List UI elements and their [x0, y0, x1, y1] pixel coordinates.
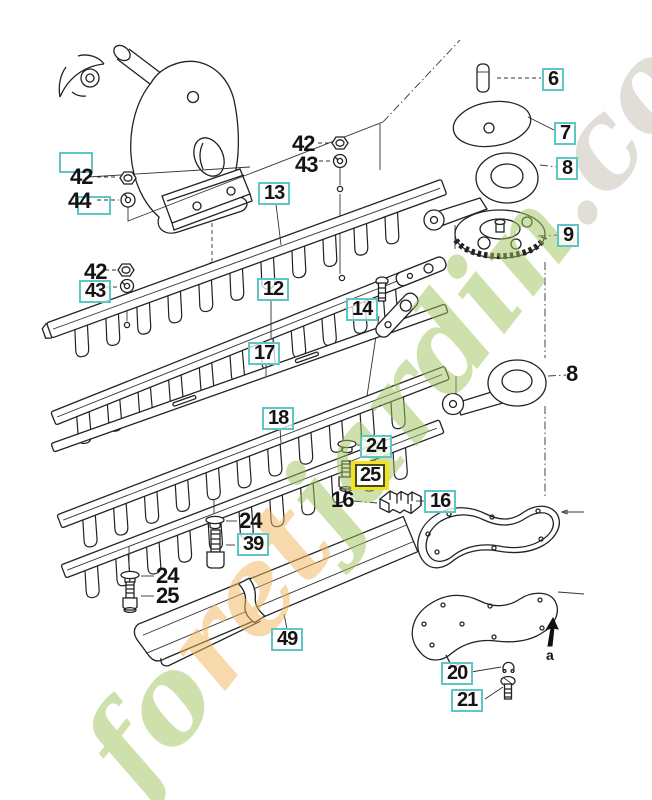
screw-21-icon	[484, 675, 516, 700]
washer-44-icon	[97, 192, 136, 208]
gear-9	[453, 77, 559, 260]
part-label-43: 43	[295, 152, 319, 177]
cutter-bar-12	[50, 256, 447, 451]
nut-42-icon-mid	[318, 136, 349, 150]
nut-42-icon-left	[105, 263, 135, 277]
nut-42-icon-a	[97, 171, 137, 185]
label-leaders	[265, 203, 282, 444]
pin-6	[476, 63, 490, 93]
part-label-20[interactable]: 20	[441, 662, 474, 685]
part-label-25-highlighted[interactable]: 25	[351, 461, 390, 490]
part-label-43[interactable]: 43	[79, 280, 112, 303]
part-label-6[interactable]: 6	[542, 68, 565, 91]
circlip-20-icon	[470, 661, 515, 674]
part-label-39[interactable]: 39	[237, 533, 270, 556]
part-label-8[interactable]: 8	[556, 157, 579, 180]
part-label-24[interactable]: 24	[360, 435, 393, 458]
view-marker-a: a	[546, 647, 554, 663]
part-label-24: 24	[239, 508, 263, 533]
blade-clip-16	[353, 490, 424, 515]
part-label-16: 16	[331, 487, 355, 512]
part-label-13[interactable]: 13	[258, 182, 291, 205]
direction-arrow-a	[544, 616, 559, 647]
part-label-44: 44	[68, 188, 92, 213]
part-label-12[interactable]: 12	[257, 278, 290, 301]
part-label-42: 42	[70, 164, 94, 189]
spacer-bar-17	[50, 303, 449, 453]
screw-14-icon	[375, 276, 389, 302]
cutter-bar-13	[41, 179, 447, 366]
cutter-bar-18	[56, 366, 450, 554]
part-label-24: 24	[156, 563, 180, 588]
eccentric-arm-8-bottom	[441, 359, 567, 416]
clamp-bar-14	[365, 276, 419, 338]
part-label-7[interactable]: 7	[554, 122, 577, 145]
bolt-39-icon	[206, 529, 235, 569]
empty-callout-box[interactable]	[59, 152, 93, 173]
part-label-18[interactable]: 18	[262, 407, 295, 430]
part-label-42: 42	[84, 259, 108, 284]
part-label-16[interactable]: 16	[424, 490, 457, 513]
part-label-14[interactable]: 14	[346, 298, 379, 321]
washer-24-icon-c	[120, 547, 154, 585]
gasket	[417, 505, 584, 569]
guide-rail-49	[133, 515, 419, 667]
eccentric-arm-8-top	[423, 152, 558, 231]
part-label-9[interactable]: 9	[557, 224, 580, 247]
bolt-25-icon-c	[122, 581, 154, 614]
empty-callout-box[interactable]	[77, 196, 111, 215]
part-label-25: 25	[156, 583, 180, 608]
gearcase-fragment	[58, 54, 105, 98]
part-label-21[interactable]: 21	[451, 689, 484, 712]
part-label-49[interactable]: 49	[271, 628, 304, 651]
part-label-8: 8	[566, 361, 578, 386]
washer-43-icon-mid	[319, 153, 348, 169]
part-label-17[interactable]: 17	[248, 342, 281, 365]
eccentric-disc-7	[452, 100, 557, 148]
part-label-42: 42	[292, 131, 316, 156]
washer-24-icon-b	[205, 500, 237, 530]
